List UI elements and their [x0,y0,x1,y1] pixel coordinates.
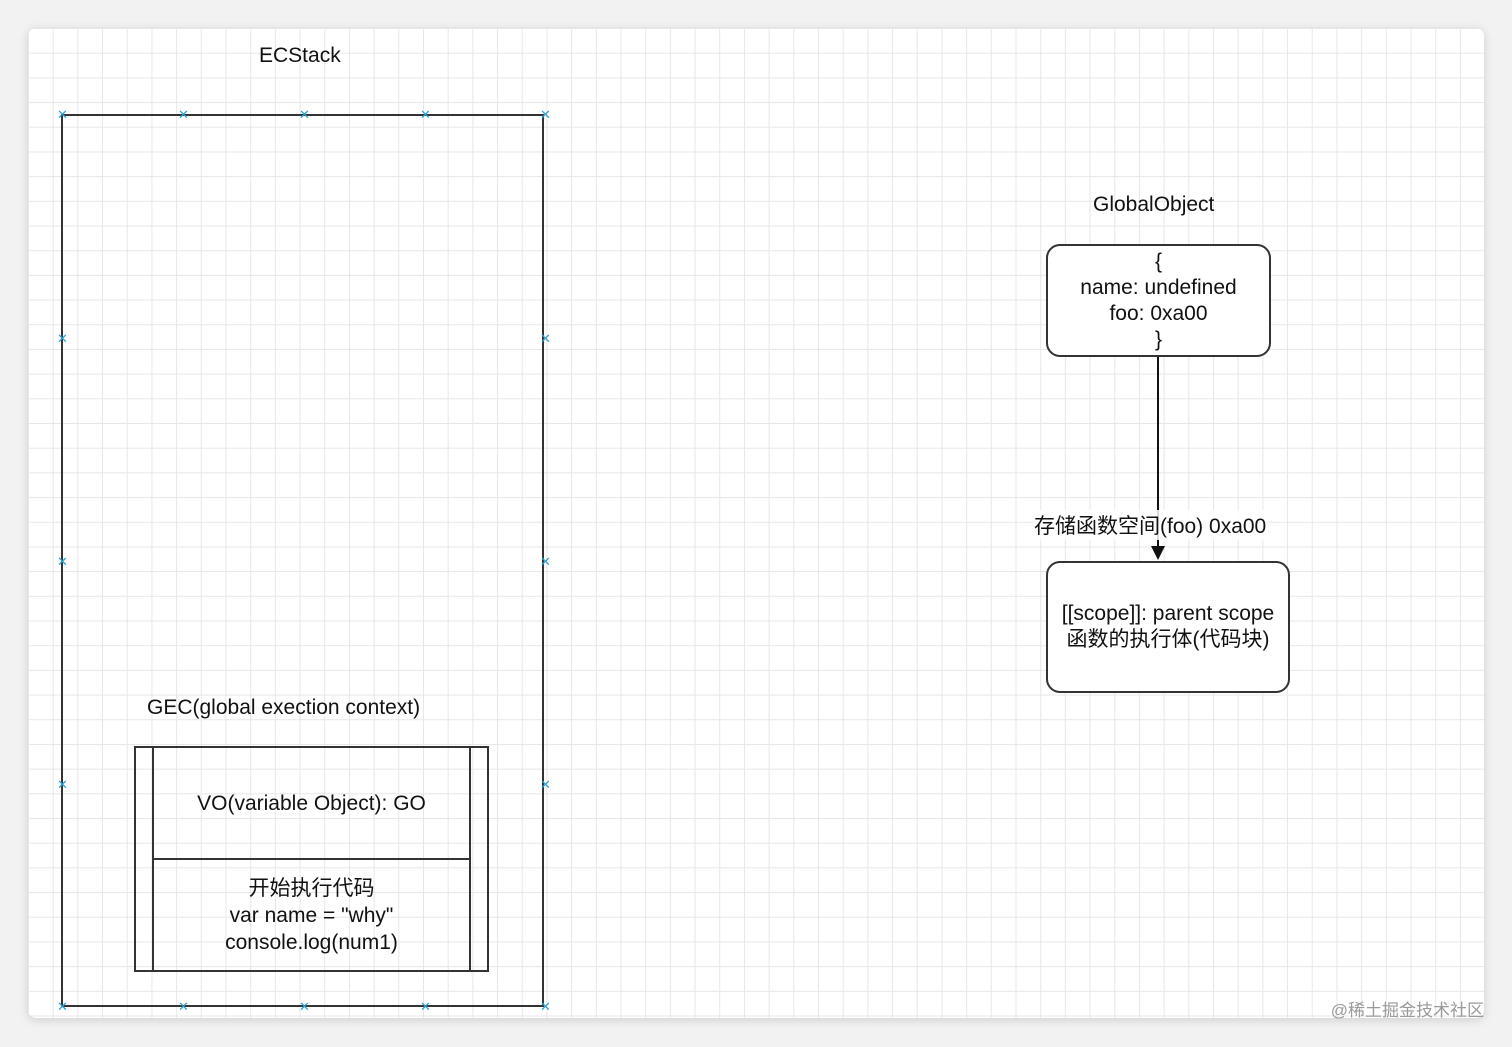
gec-container[interactable]: VO(variable Object): GO 开始执行代码 var name … [134,746,489,972]
resize-handle[interactable]: ✕ [540,554,551,569]
global-object-title: GlobalObject [1093,193,1215,216]
arrow-label: 存储函数空间(foo) 0xa00 [1034,510,1267,540]
resize-handle[interactable]: ✕ [299,999,310,1014]
code-line: console.log(num1) [225,930,398,954]
resize-handle[interactable]: ✕ [299,107,310,122]
resize-handle[interactable]: ✕ [540,777,551,792]
code-line: 开始执行代码 [248,876,375,900]
resize-handle[interactable]: ✕ [540,331,551,346]
resize-handle[interactable]: ✕ [57,107,68,122]
gec-title: GEC(global exection context) [147,696,421,719]
vo-cell[interactable]: VO(variable Object): GO [154,748,469,858]
global-object-box[interactable]: { name: undefined foo: 0xa00 } [1046,244,1271,357]
go-line: foo: 0xa00 [1109,301,1208,325]
resize-handle[interactable]: ✕ [420,999,431,1014]
resize-handle[interactable]: ✕ [57,331,68,346]
resize-handle[interactable]: ✕ [178,107,189,122]
gec-divider [152,858,471,860]
code-line: var name = "why" [229,903,394,927]
diagram-canvas: ECStack ✕ ✕ ✕ ✕ ✕ ✕ ✕ ✕ ✕ ✕ ✕ ✕ ✕ ✕ ✕ ✕ … [28,28,1484,1018]
resize-handle[interactable]: ✕ [540,999,551,1014]
resize-handle[interactable]: ✕ [178,999,189,1014]
function-object-box[interactable]: [[scope]]: parent scope 函数的执行体(代码块) [1046,561,1290,693]
go-line: } [1154,327,1162,351]
go-line: { [1154,249,1162,273]
watermark: @稀土掘金技术社区 [1330,1001,1484,1020]
function-line: 函数的执行体(代码块) [1066,628,1270,651]
code-cell[interactable]: 开始执行代码 var name = "why" console.log(num1… [154,860,469,970]
vo-text: VO(variable Object): GO [197,791,426,815]
resize-handle[interactable]: ✕ [540,107,551,122]
resize-handle[interactable]: ✕ [57,999,68,1014]
arrow-head [1151,546,1165,560]
resize-handle[interactable]: ✕ [420,107,431,122]
resize-handle[interactable]: ✕ [57,554,68,569]
ecstack-title: ECStack [259,44,341,67]
ecstack-container[interactable]: ✕ ✕ ✕ ✕ ✕ ✕ ✕ ✕ ✕ ✕ ✕ ✕ ✕ ✕ ✕ ✕ [57,108,551,1013]
function-line: [[scope]]: parent scope [1061,602,1275,625]
go-line: name: undefined [1080,275,1237,299]
resize-handle[interactable]: ✕ [57,777,68,792]
